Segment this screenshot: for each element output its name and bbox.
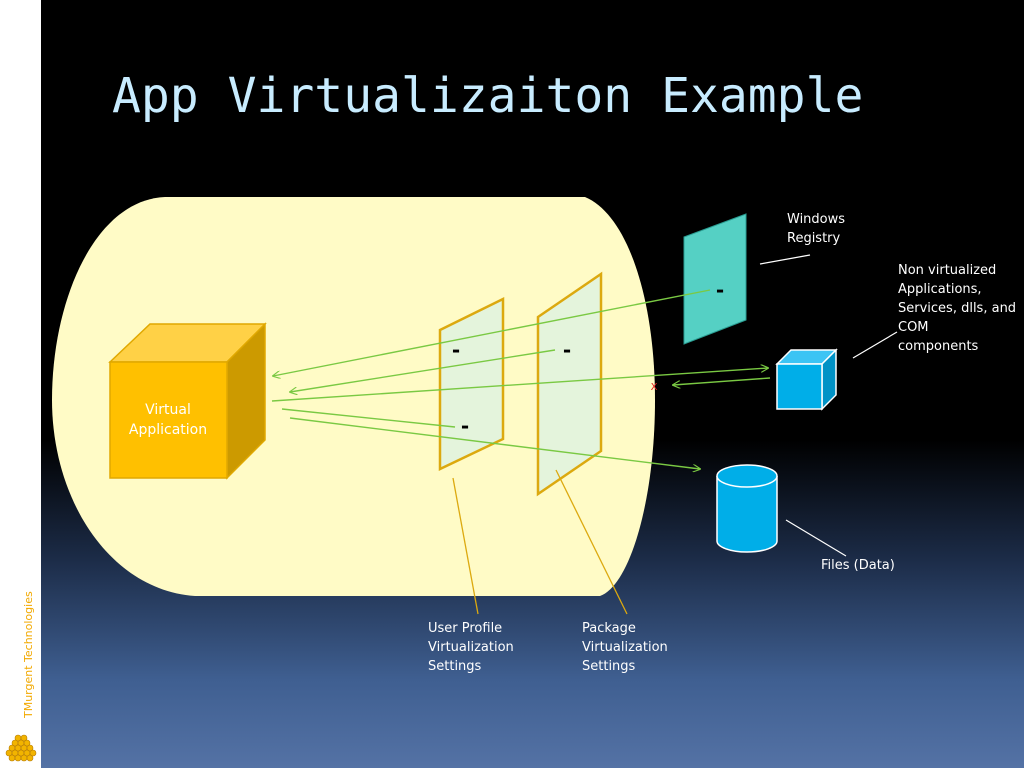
virtual-application-cube (108, 322, 267, 480)
callout-package (555, 469, 628, 615)
arrow-app-to-user-profile (281, 408, 456, 428)
arrow-components-blocked (673, 377, 771, 385)
non-virtualized-cube (775, 348, 838, 411)
callout-registry (759, 254, 811, 265)
user-profile-dash-marker-bottom: - (461, 414, 469, 438)
package-settings-label: Package Virtualization Settings (582, 621, 668, 674)
non-virtualized-label: Non virtualized Applications, Services, … (898, 263, 1017, 354)
arrow-app-to-files (289, 417, 700, 469)
user-profile-dash-marker-top: - (452, 338, 460, 362)
left-sidebar-strip: TMurgent Technologies (0, 0, 41, 768)
package-dash-marker: - (563, 338, 571, 362)
virtual-application-label: Virtual Application (128, 402, 208, 438)
registry-dash-marker: - (716, 278, 724, 302)
user-profile-settings-label: User Profile Virtualization Settings (428, 621, 514, 674)
callout-user-profile (452, 477, 479, 615)
arrow-package-to-app (290, 349, 556, 392)
callout-components (852, 331, 898, 359)
arrow-registry-to-app (273, 289, 711, 376)
windows-registry-label: Windows Registry (787, 212, 846, 246)
callout-files (785, 519, 847, 557)
arrow-app-to-components (271, 368, 768, 402)
brand-logo-icon (5, 734, 37, 762)
windows-registry-pane (683, 213, 747, 345)
blocked-marker: X (651, 382, 658, 393)
files-data-label: Files (Data) (821, 558, 895, 573)
slide-title: App Virtualizaiton Example (112, 68, 864, 124)
user-profile-layer (438, 296, 505, 471)
files-data-cylinder (716, 464, 778, 553)
package-layer (536, 271, 603, 497)
virtual-environment-bubble (52, 197, 655, 596)
